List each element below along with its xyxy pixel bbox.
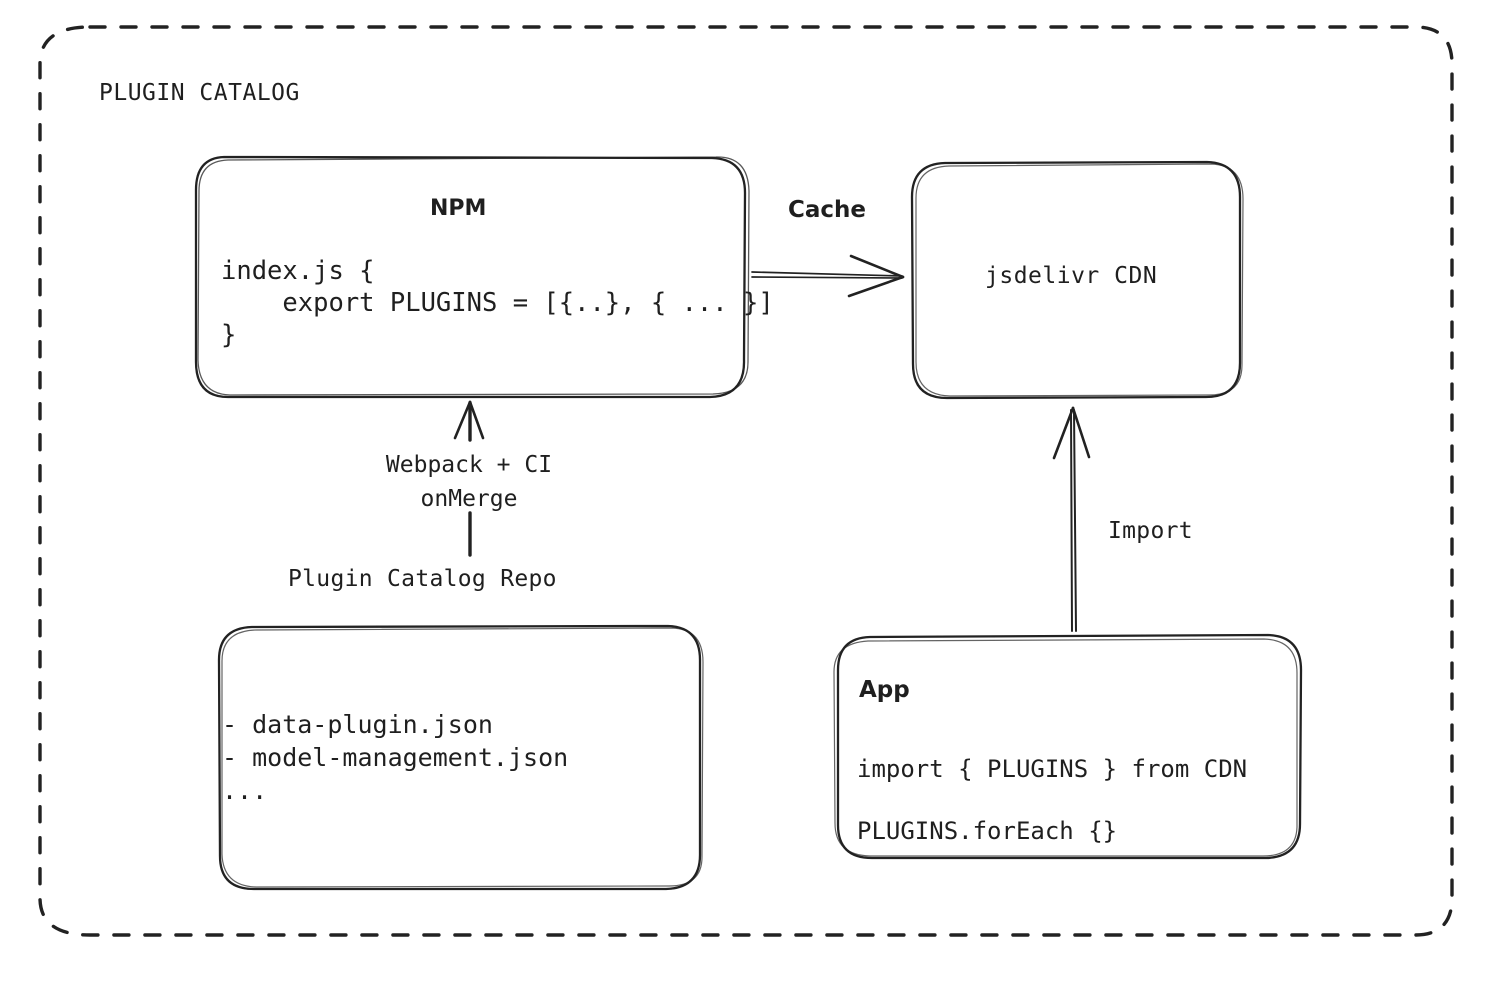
edge-label-cache: Cache [788,197,867,223]
edge-app-to-cdn [1052,406,1091,632]
app-node-code: import { PLUGINS } from CDN PLUGINS.forE… [857,755,1248,845]
edge-npm-to-cdn [751,254,905,298]
repo-node-file-list: - data-plugin.json - model-management.js… [222,710,569,805]
npm-node-title: NPM [430,196,487,221]
repo-node-caption: Plugin Catalog Repo [288,566,557,592]
cdn-node-title: jsdelivr CDN [985,263,1158,289]
app-node-title: App [859,677,910,703]
npm-node-code: index.js { export PLUGINS = [{..}, { ...… [221,256,774,350]
edge-label-import: Import [1108,518,1193,544]
edge-label-webpack-ci: Webpack + CI onMerge [385,452,553,512]
container-title: PLUGIN CATALOG [99,80,300,106]
